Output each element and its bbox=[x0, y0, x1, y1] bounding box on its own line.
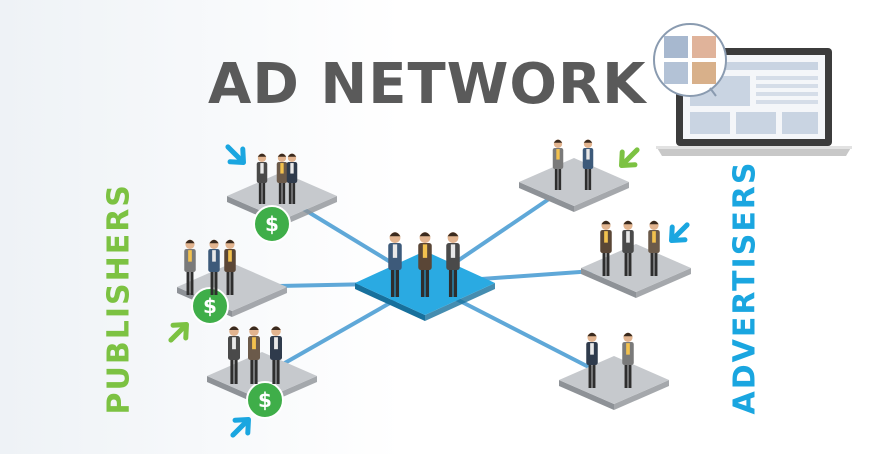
person-icon bbox=[228, 326, 240, 384]
platforms bbox=[177, 158, 691, 410]
arrows bbox=[168, 144, 690, 438]
person-icon bbox=[600, 220, 612, 276]
currency-symbol: $ bbox=[265, 212, 279, 236]
person-icon bbox=[256, 153, 268, 204]
person-icon bbox=[388, 232, 402, 297]
platform bbox=[519, 158, 629, 212]
person-icon bbox=[248, 326, 260, 384]
person-icon bbox=[552, 139, 564, 190]
people bbox=[184, 139, 660, 388]
person-icon bbox=[446, 232, 460, 297]
person-icon bbox=[622, 332, 634, 388]
person-icon bbox=[184, 239, 196, 295]
person-icon bbox=[286, 153, 298, 204]
arrow-icon bbox=[230, 417, 251, 438]
person-icon bbox=[270, 326, 282, 384]
person-icon bbox=[648, 220, 660, 276]
person-icon bbox=[582, 139, 594, 190]
arrow-icon bbox=[619, 147, 640, 168]
dollar-badge: $ bbox=[253, 205, 291, 243]
currency-symbol: $ bbox=[203, 294, 217, 318]
platform bbox=[559, 356, 669, 410]
arrow-icon bbox=[669, 222, 690, 243]
person-icon bbox=[208, 239, 220, 295]
person-icon bbox=[224, 239, 236, 295]
dollar-badge: $ bbox=[246, 381, 284, 419]
platform bbox=[581, 244, 691, 298]
diagram-title: AD NETWORK bbox=[208, 52, 647, 117]
arrow-icon bbox=[225, 144, 246, 165]
dollar-badges: $ $ $ bbox=[191, 205, 291, 419]
currency-symbol: $ bbox=[258, 388, 272, 412]
person-icon bbox=[276, 153, 288, 204]
person-icon bbox=[586, 332, 598, 388]
laptop-icon bbox=[653, 23, 852, 156]
person-icon bbox=[418, 232, 432, 297]
person-icon bbox=[622, 220, 634, 276]
arrow-icon bbox=[168, 322, 189, 343]
dollar-badge: $ bbox=[191, 287, 229, 325]
